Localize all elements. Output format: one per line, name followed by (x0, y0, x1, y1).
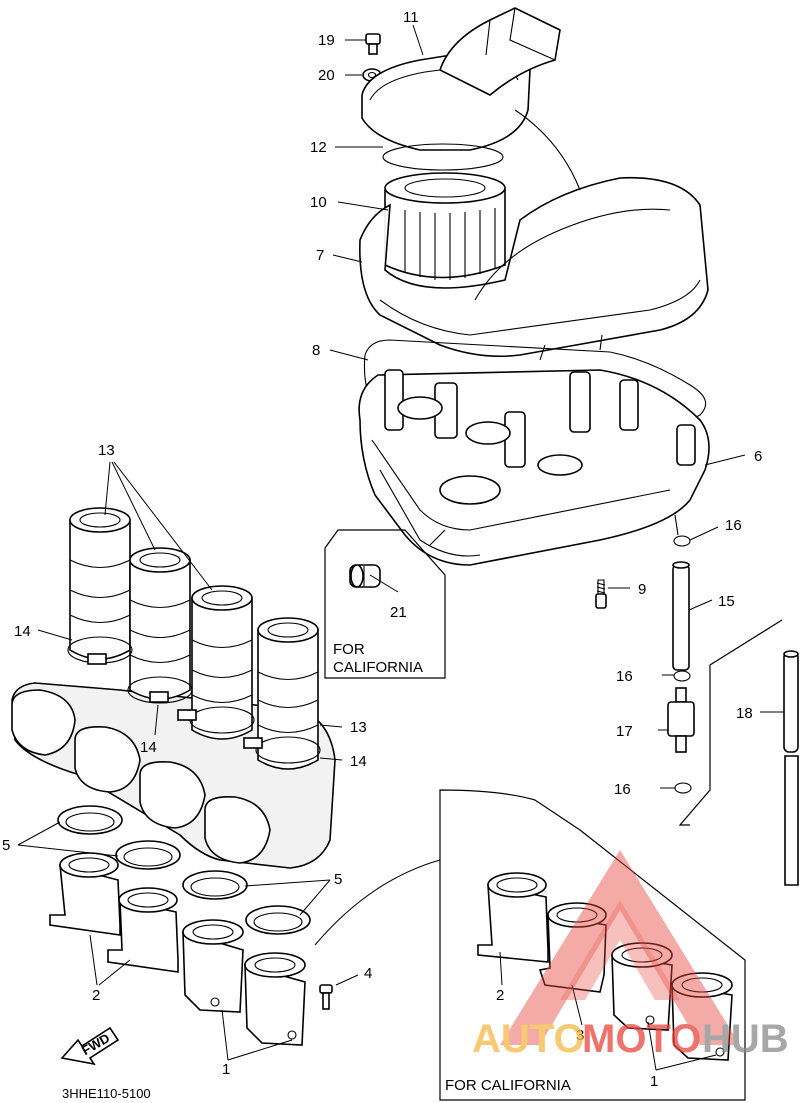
callout-2: 2 (92, 987, 100, 1004)
callout-6: 6 (754, 448, 762, 465)
callout-1: 1 (222, 1061, 230, 1078)
part-15-breather-hose (672, 561, 690, 671)
intake-boot-2 (129, 547, 191, 700)
callout-14-center: 14 (140, 739, 157, 756)
california-note-upper-line2: CALIFORNIA (333, 659, 423, 676)
float-bowls (11, 689, 271, 864)
callout-15: 15 (718, 593, 735, 610)
callout-18: 18 (736, 705, 753, 722)
part-10-air-filter (384, 172, 506, 280)
callout-1-ca: 1 (650, 1073, 658, 1090)
diagram-code: 3HHE110-5100 (62, 1086, 151, 1101)
carburetor-bank (11, 507, 336, 869)
part-19-bolt (365, 33, 381, 55)
part-16-clip-middle (673, 670, 691, 682)
intake-boot-1 (69, 507, 131, 660)
part-1-joints (182, 919, 306, 1046)
callout-16-bottom: 16 (614, 781, 631, 798)
part-14-clamps (67, 636, 321, 764)
part-5-clamps (57, 805, 311, 935)
part-13-intake-boots (69, 507, 319, 770)
callout-labels: 19 20 11 12 10 7 8 6 16 9 15 21 16 17 18… (2, 9, 762, 1090)
callout-8: 8 (312, 342, 320, 359)
part-2-joint-ca (477, 872, 549, 963)
callout-14-left: 14 (14, 623, 31, 640)
callout-3: 3 (576, 1027, 584, 1044)
callout-7: 7 (316, 247, 324, 264)
callout-19: 19 (318, 32, 335, 49)
callout-14-right: 14 (350, 753, 367, 770)
part-21-grommet (349, 564, 381, 588)
callout-5-right: 5 (334, 871, 342, 888)
part-17-check-valve (667, 687, 695, 753)
california-note-upper (324, 529, 446, 679)
callout-13-right: 13 (350, 719, 367, 736)
callout-2-ca: 2 (496, 987, 504, 1004)
part-16-clip-top (673, 535, 691, 547)
notes: FOR CALIFORNIA FOR CALIFORNIA 3HHE110-51… (62, 641, 571, 1101)
part-9-screw (595, 579, 607, 609)
intake-boot-4 (257, 617, 319, 770)
watermark-moto: MOTO (582, 1017, 701, 1061)
part-1-joints-ca (611, 942, 733, 1061)
air-box-assembly (324, 7, 799, 886)
forward-arrow: FWD (60, 1026, 120, 1066)
callout-9: 9 (638, 581, 646, 598)
part-4-screw (319, 984, 333, 1010)
callout-12: 12 (310, 139, 327, 156)
watermark-logo-icon (500, 850, 740, 1045)
callout-17: 17 (616, 723, 633, 740)
part-2-joints (49, 852, 179, 973)
manifold-joints: FWD (49, 805, 333, 1066)
part-7-air-box-cover (359, 109, 709, 361)
callout-13-top: 13 (98, 442, 115, 459)
part-11-intake-duct (361, 7, 561, 151)
watermark-auto: AUTO (472, 1017, 585, 1061)
callout-5-left: 5 (2, 837, 10, 854)
part-6-air-box-case (358, 369, 710, 566)
automotohub-watermark: AUTO MOTO HUB (472, 850, 789, 1061)
air-box-funnels (384, 369, 696, 505)
callout-16-middle: 16 (616, 668, 633, 685)
leader-lines (17, 24, 784, 1071)
intake-boot-3 (191, 585, 253, 740)
california-variant-box (314, 789, 746, 1101)
callout-11: 11 (403, 9, 419, 26)
part-12-gasket (382, 143, 504, 171)
part-16-clip-bottom (674, 782, 692, 794)
part-3-joint-ca (538, 902, 607, 993)
hose-routing-outline (678, 619, 783, 826)
callout-20: 20 (318, 67, 335, 84)
watermark-hub: HUB (702, 1017, 789, 1061)
california-note-upper-line1: FOR (333, 641, 365, 658)
part-18-hose (783, 650, 799, 886)
callout-21: 21 (390, 604, 407, 621)
california-note-lower: FOR CALIFORNIA (445, 1077, 571, 1094)
callout-4: 4 (364, 965, 372, 982)
callout-10: 10 (310, 194, 327, 211)
callout-16-top: 16 (725, 517, 742, 534)
